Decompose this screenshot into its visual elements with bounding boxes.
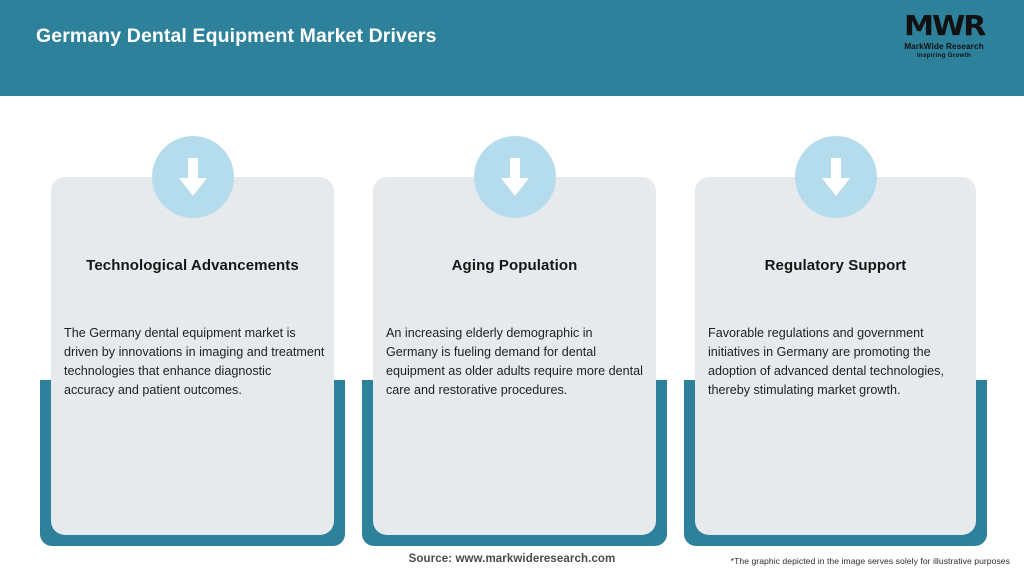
card-title: Aging Population (451, 257, 578, 274)
card-surface (51, 177, 334, 535)
disclaimer-note: *The graphic depicted in the image serve… (730, 556, 1010, 566)
down-arrow-icon (151, 136, 234, 218)
driver-card-1: Technological Advancements The Germany d… (40, 96, 345, 546)
card-surface (373, 177, 656, 535)
source-label: Source: www.markwideresearch.com (408, 553, 616, 565)
logo-monogram-icon: MWR (903, 9, 986, 42)
card-title: Technological Advancements (86, 257, 299, 274)
page-title: Germany Dental Equipment Market Drivers (36, 25, 437, 47)
card-title: Regulatory Support (764, 257, 907, 274)
driver-card-2: Aging Population An increasing elderly d… (362, 96, 667, 546)
page-header: Germany Dental Equipment Market Drivers … (0, 0, 1024, 96)
driver-card-3: Regulatory Support Favorable regulations… (684, 96, 987, 546)
card-description: The Germany dental equipment market is d… (64, 326, 325, 398)
logo-tagline: Inspiring Growth (916, 52, 972, 60)
card-description: An increasing elderly demographic in Ger… (386, 326, 643, 398)
card-surface (695, 177, 976, 535)
down-arrow-icon (794, 136, 877, 218)
logo-company-name: MarkWide Research (904, 42, 984, 51)
down-arrow-icon (473, 136, 556, 218)
driver-cards-row: Technological Advancements The Germany d… (0, 96, 1024, 546)
card-description: Favorable regulations and government ini… (708, 326, 944, 398)
brand-logo: MWR MarkWide Research Inspiring Growth (890, 12, 998, 70)
